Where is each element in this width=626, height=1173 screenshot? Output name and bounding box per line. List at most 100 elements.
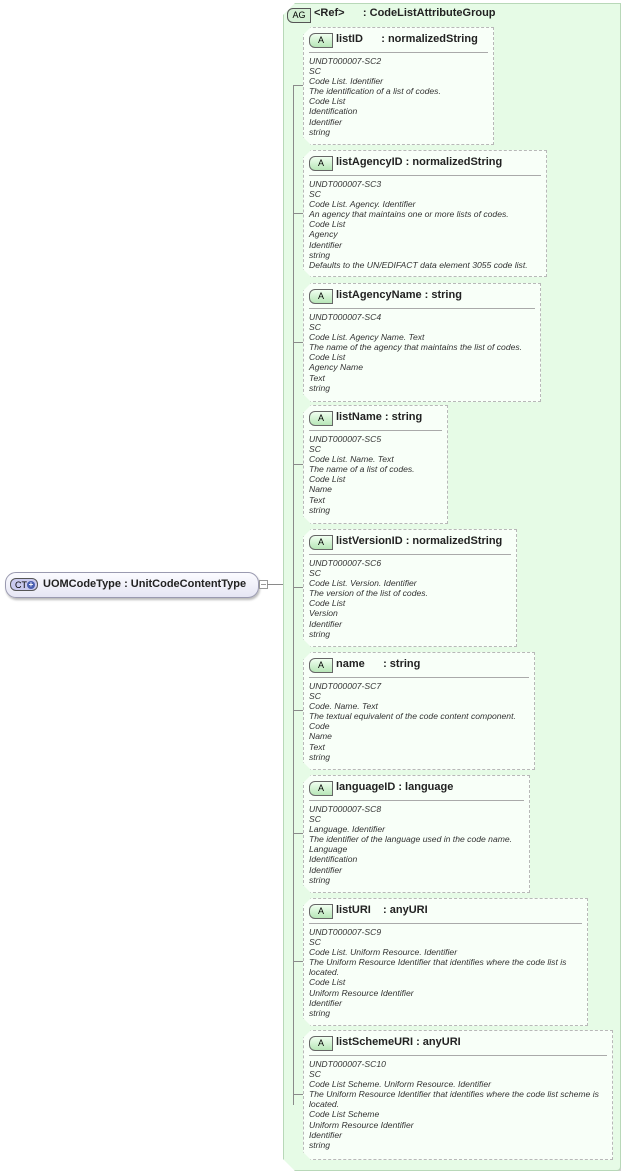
doc-line: UNDT000007-SC6 bbox=[309, 558, 382, 568]
doc-line: Text bbox=[309, 494, 325, 505]
connector-line bbox=[293, 710, 303, 711]
doc-line: Code List bbox=[309, 598, 346, 609]
divider bbox=[309, 923, 582, 924]
doc-line: UNDT000007-SC9 bbox=[309, 927, 382, 937]
doc-line: Identification bbox=[309, 854, 358, 865]
attribute-icon: A bbox=[309, 658, 333, 673]
doc-line: Identifier bbox=[309, 1129, 342, 1140]
attribute-icon: A bbox=[309, 1036, 333, 1051]
attribute-title: name : string bbox=[336, 658, 421, 670]
doc-line: SC bbox=[309, 444, 321, 455]
connector-line bbox=[293, 961, 303, 962]
doc-line: Agency Name bbox=[309, 362, 363, 373]
doc-line: The identifier of the language used in t… bbox=[309, 834, 513, 845]
divider bbox=[309, 677, 529, 678]
doc-line: Defaults to the UN/EDIFACT data element … bbox=[309, 259, 528, 270]
doc-line: UNDT000007-SC3 bbox=[309, 179, 382, 189]
doc-line: Code List bbox=[309, 474, 346, 485]
doc-line: UNDT000007-SC8 bbox=[309, 804, 382, 814]
doc-line: string bbox=[309, 628, 331, 639]
attribute-title: languageID : language bbox=[336, 781, 454, 793]
attribute-icon: A bbox=[309, 781, 333, 796]
attribute-title: listURI : anyURI bbox=[336, 904, 428, 916]
attribute-group-icon: AG bbox=[287, 8, 311, 23]
doc-line: The name of the agency that maintains th… bbox=[309, 342, 523, 353]
connector-line bbox=[293, 833, 303, 834]
attribute-node[interactable]: A listID : normalizedString UNDT000007-S… bbox=[303, 27, 494, 145]
attribute-icon: A bbox=[309, 904, 333, 919]
doc-line: Code List Scheme bbox=[309, 1109, 380, 1120]
complex-type-node[interactable]: CT+ UOMCodeType : UnitCodeContentType bbox=[5, 572, 259, 598]
doc-line: string bbox=[309, 382, 331, 393]
doc-line: An agency that maintains one or more lis… bbox=[309, 209, 509, 220]
doc-line: Code List. Uniform Resource. Identifier bbox=[309, 947, 458, 958]
doc-line: string bbox=[309, 1139, 331, 1150]
doc-line: Code List. Agency. Identifier bbox=[309, 199, 416, 210]
doc-line: Identifier bbox=[309, 864, 342, 875]
attribute-title: listVersionID : normalizedString bbox=[336, 535, 503, 547]
doc-line: Code List. Version. Identifier bbox=[309, 578, 417, 589]
doc-line: SC bbox=[309, 691, 321, 702]
doc-line: Identification bbox=[309, 106, 358, 117]
doc-line: Code List Scheme. Uniform Resource. Iden… bbox=[309, 1079, 491, 1090]
doc-line: string bbox=[309, 504, 331, 515]
divider bbox=[309, 800, 524, 801]
doc-line: Language bbox=[309, 844, 348, 855]
connector-line bbox=[293, 213, 303, 214]
attribute-icon: A bbox=[309, 411, 333, 426]
attribute-node[interactable]: A listVersionID : normalizedString UNDT0… bbox=[303, 529, 517, 647]
doc-line: The identification of a list of codes. bbox=[309, 86, 441, 97]
doc-line: Code List. Agency Name. Text bbox=[309, 332, 425, 343]
doc-line: UNDT000007-SC5 bbox=[309, 434, 382, 444]
doc-line: Identifier bbox=[309, 239, 342, 250]
doc-line: Text bbox=[309, 741, 325, 752]
doc-line: Name bbox=[309, 484, 332, 495]
divider bbox=[309, 52, 488, 53]
divider bbox=[309, 554, 511, 555]
complex-type-badge-label: CT bbox=[15, 580, 27, 590]
doc-line: The textual equivalent of the code conte… bbox=[309, 711, 516, 722]
attribute-title: listSchemeURI : anyURI bbox=[336, 1036, 461, 1048]
doc-line: The version of the list of codes. bbox=[309, 588, 428, 599]
doc-line: Identifier bbox=[309, 618, 342, 629]
attribute-icon: A bbox=[309, 289, 333, 304]
doc-line: Uniform Resource Identifier bbox=[309, 987, 414, 998]
doc-line: UNDT000007-SC10 bbox=[309, 1059, 386, 1069]
attribute-title: listID : normalizedString bbox=[336, 33, 478, 45]
attribute-icon: A bbox=[309, 535, 333, 550]
doc-line: Code. Name. Text bbox=[309, 701, 378, 712]
doc-line: Language. Identifier bbox=[309, 824, 385, 835]
divider bbox=[309, 1055, 607, 1056]
doc-line: Code List bbox=[309, 977, 346, 988]
connector-line bbox=[293, 464, 303, 465]
plus-icon: + bbox=[27, 580, 35, 589]
doc-line: Identifier bbox=[309, 997, 342, 1008]
doc-line: Code List. Name. Text bbox=[309, 454, 394, 465]
doc-line: Code List bbox=[309, 352, 346, 363]
attribute-icon: A bbox=[309, 33, 333, 48]
doc-line: Code List bbox=[309, 96, 346, 107]
doc-line: The Uniform Resource Identifier that ide… bbox=[309, 957, 567, 978]
attribute-node[interactable]: A listAgencyID : normalizedString UNDT00… bbox=[303, 150, 547, 277]
attribute-group-title: <Ref> : CodeListAttributeGroup bbox=[314, 7, 496, 19]
doc-line: Text bbox=[309, 372, 325, 383]
doc-line: SC bbox=[309, 66, 321, 77]
doc-line: UNDT000007-SC7 bbox=[309, 681, 382, 691]
doc-line: SC bbox=[309, 814, 321, 825]
doc-line: string bbox=[309, 874, 331, 885]
doc-line: SC bbox=[309, 322, 321, 333]
doc-line: Code List bbox=[309, 219, 346, 230]
attribute-node[interactable]: A listSchemeURI : anyURI UNDT000007-SC10… bbox=[303, 1030, 613, 1160]
attribute-node[interactable]: A listAgencyName : string UNDT000007-SC4… bbox=[303, 283, 541, 402]
doc-line: SC bbox=[309, 189, 321, 200]
